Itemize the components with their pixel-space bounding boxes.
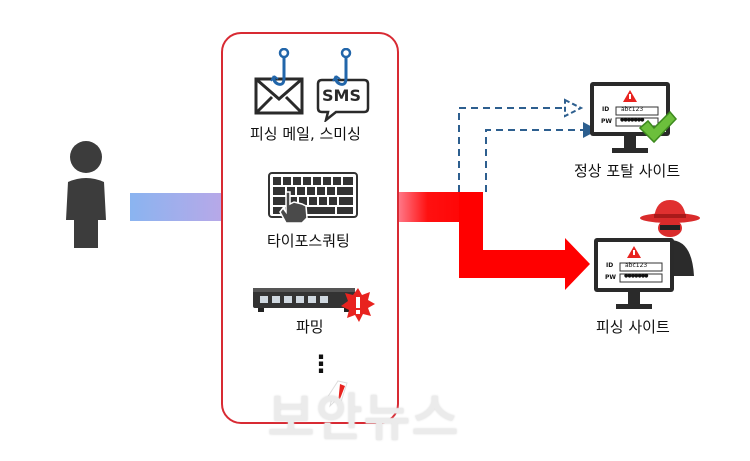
attack-arrow bbox=[398, 192, 590, 290]
phishing-pw-label: PW bbox=[605, 274, 617, 281]
monitor-icon bbox=[590, 82, 670, 153]
legit-arrowhead-upper bbox=[564, 98, 584, 118]
phishing-id-value: abc123 bbox=[625, 262, 648, 269]
phishing-pw-value: ●●●●●●● bbox=[624, 273, 649, 279]
hand-icon bbox=[279, 191, 308, 224]
sms-bubble-icon bbox=[316, 78, 370, 122]
fishhook-icon bbox=[332, 48, 352, 86]
attack-methods-panel bbox=[221, 32, 399, 424]
sms-text: SMS bbox=[322, 86, 361, 105]
legit-pw-label: PW bbox=[601, 118, 613, 125]
cursor-icon bbox=[326, 380, 348, 410]
phishing-site-label: 피싱 사이트 bbox=[596, 318, 670, 336]
legit-id-value: abc123 bbox=[621, 106, 644, 113]
method-label-pharming: 파밍 bbox=[296, 318, 324, 336]
legit-pw-value: ●●●●●●● bbox=[620, 117, 645, 123]
monitor-icon bbox=[594, 238, 674, 309]
method-label-typosquatting: 타이포스쿼팅 bbox=[267, 232, 350, 250]
watermark: 보안뉴스 bbox=[268, 389, 460, 447]
phishing-id-label: ID bbox=[606, 262, 614, 269]
legit-dashed-arrows bbox=[458, 107, 583, 192]
more-indicator: ⋮ bbox=[309, 350, 333, 378]
user-icon bbox=[66, 141, 106, 248]
checkmark-icon bbox=[638, 110, 678, 144]
legit-id-label: ID bbox=[602, 106, 610, 113]
fishhook-icon bbox=[270, 48, 290, 86]
user-flow-band bbox=[130, 193, 223, 221]
warning-burst-icon bbox=[341, 288, 375, 322]
method-label-smishing: 피싱 메일, 스미싱 bbox=[250, 125, 361, 143]
router-icon bbox=[253, 288, 355, 312]
legit-site-label: 정상 포탈 사이트 bbox=[574, 162, 681, 180]
